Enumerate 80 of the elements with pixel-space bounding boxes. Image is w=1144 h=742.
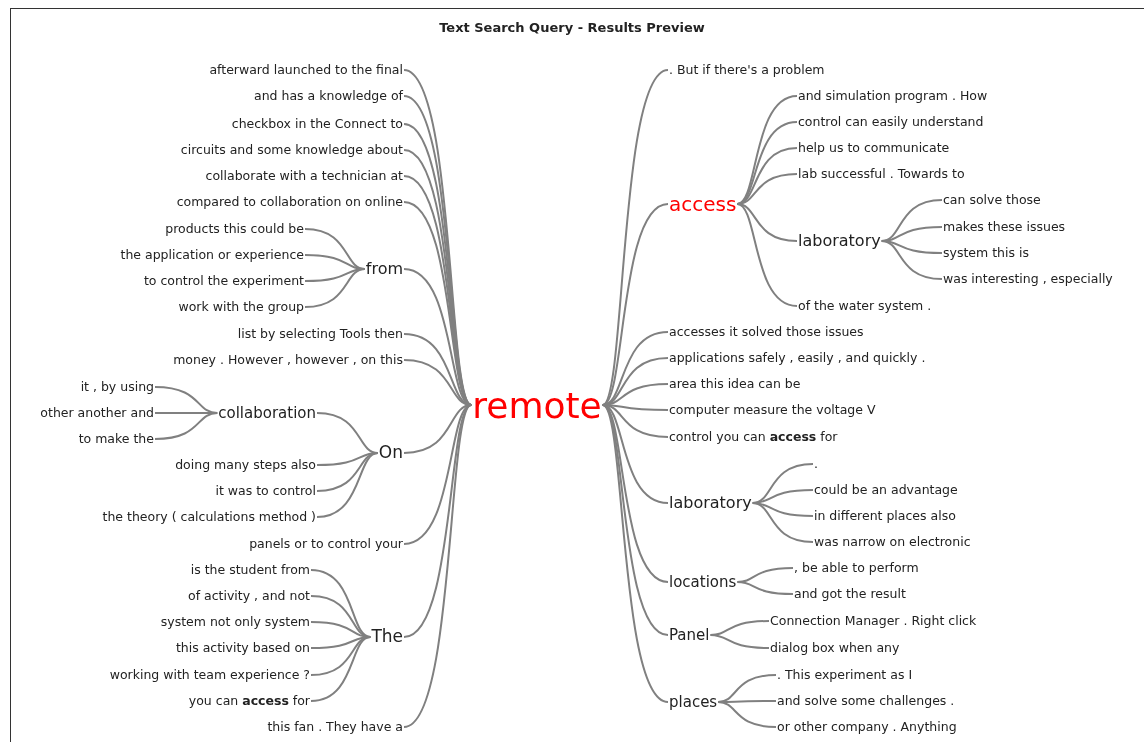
word-phrase: panels or to control your [248,536,404,552]
chart-title: Text Search Query - Results Preview [439,20,705,35]
word-phrase: accesses it solved those issues [668,324,865,340]
word-phrase: can solve those [942,192,1042,208]
branch-line [736,581,794,595]
word-phrase: laboratory [797,231,882,251]
word-phrase: you can access for [187,693,311,709]
word-phrase: control can easily understand [797,114,985,130]
branch-line [601,203,669,406]
word-phrase: collaborate with a technician at [204,168,404,184]
branch-line [717,701,777,728]
word-phrase: area this idea can be [668,376,802,392]
branch-line [601,404,669,703]
word-phrase: is the student from [189,562,311,578]
branch-line [154,412,219,440]
root-word: remote [471,382,603,428]
word-phrase: , be able to perform [793,560,920,576]
word-phrase: to control the experiment [142,273,305,289]
word-phrase: of the water system . [797,298,933,314]
word-phrase: On [377,442,404,464]
word-phrase: system not only system [159,614,311,630]
word-phrase: the application or experience [119,247,305,263]
word-phrase: and has a knowledge of [253,88,404,104]
word-phrase: circuits and some knowledge about [179,142,404,158]
word-phrase: working with team experience ? [108,667,311,683]
word-phrase: The [370,626,404,648]
word-phrase: doing many steps also [174,457,317,473]
word-phrase: and got the result [793,586,907,602]
branch-line [709,634,770,649]
word-phrase: compared to collaboration on online [175,194,404,210]
word-phrase: money . However , however , on this [172,352,404,368]
word-phrase: list by selecting Tools then [236,326,404,342]
branch-line [403,404,473,728]
word-phrase: applications safely , easily , and quickly . [668,350,927,366]
word-phrase: lab successful . Towards to [797,166,966,182]
word-phrase: . This experiment as I [776,667,914,683]
branch-line [316,452,379,518]
word-phrase: to make the [77,431,155,447]
word-phrase: computer measure the voltage V [668,402,877,418]
word-phrase: system this is [942,245,1030,261]
word-phrase: collaboration [217,403,317,423]
branch-line [736,95,798,205]
word-phrase: help us to communicate [797,140,951,156]
branch-line [736,203,798,307]
word-phrase: other another and [39,405,155,421]
word-phrase: this activity based on [174,640,311,656]
word-phrase: and solve some challenges . [776,693,956,709]
word-phrase: it , by using [79,379,155,395]
word-phrase: places [668,692,719,712]
word-phrase: . But if there's a problem [668,62,826,78]
branch-line [304,268,366,308]
word-phrase: control you can access for [668,429,839,445]
word-phrase: . [813,456,819,472]
word-phrase: access [668,191,738,217]
word-phrase: afterward launched to the final [208,62,404,78]
word-phrase: of activity , and not [187,588,311,604]
branch-line [751,502,814,543]
branch-line [310,636,372,702]
word-phrase: products this could be [164,221,305,237]
word-phrase: dialog box when any [769,640,901,656]
word-phrase: the theory ( calculations method ) [101,509,317,525]
word-phrase: in different places also [813,508,957,524]
word-phrase: checkbox in the Connect to [230,116,404,132]
word-phrase: Panel [668,625,711,645]
word-phrase: locations [668,572,738,592]
word-phrase: was narrow on electronic [813,534,972,550]
word-phrase: and simulation program . How [797,88,989,104]
branch-line [403,404,473,638]
word-phrase: it was to control [214,483,317,499]
word-phrase: was interesting , especially [942,271,1114,287]
word-phrase: could be an advantage [813,482,959,498]
word-phrase: or other company . Anything [776,719,958,735]
word-phrase: work with the group [177,299,305,315]
branch-line [880,240,943,280]
branch-line [601,404,669,636]
word-phrase: laboratory [668,493,753,513]
word-phrase: from [364,259,404,279]
word-phrase: makes these issues [942,219,1067,235]
word-phrase: this fan . They have a [266,719,404,735]
word-phrase: Connection Manager . Right click [769,613,978,629]
